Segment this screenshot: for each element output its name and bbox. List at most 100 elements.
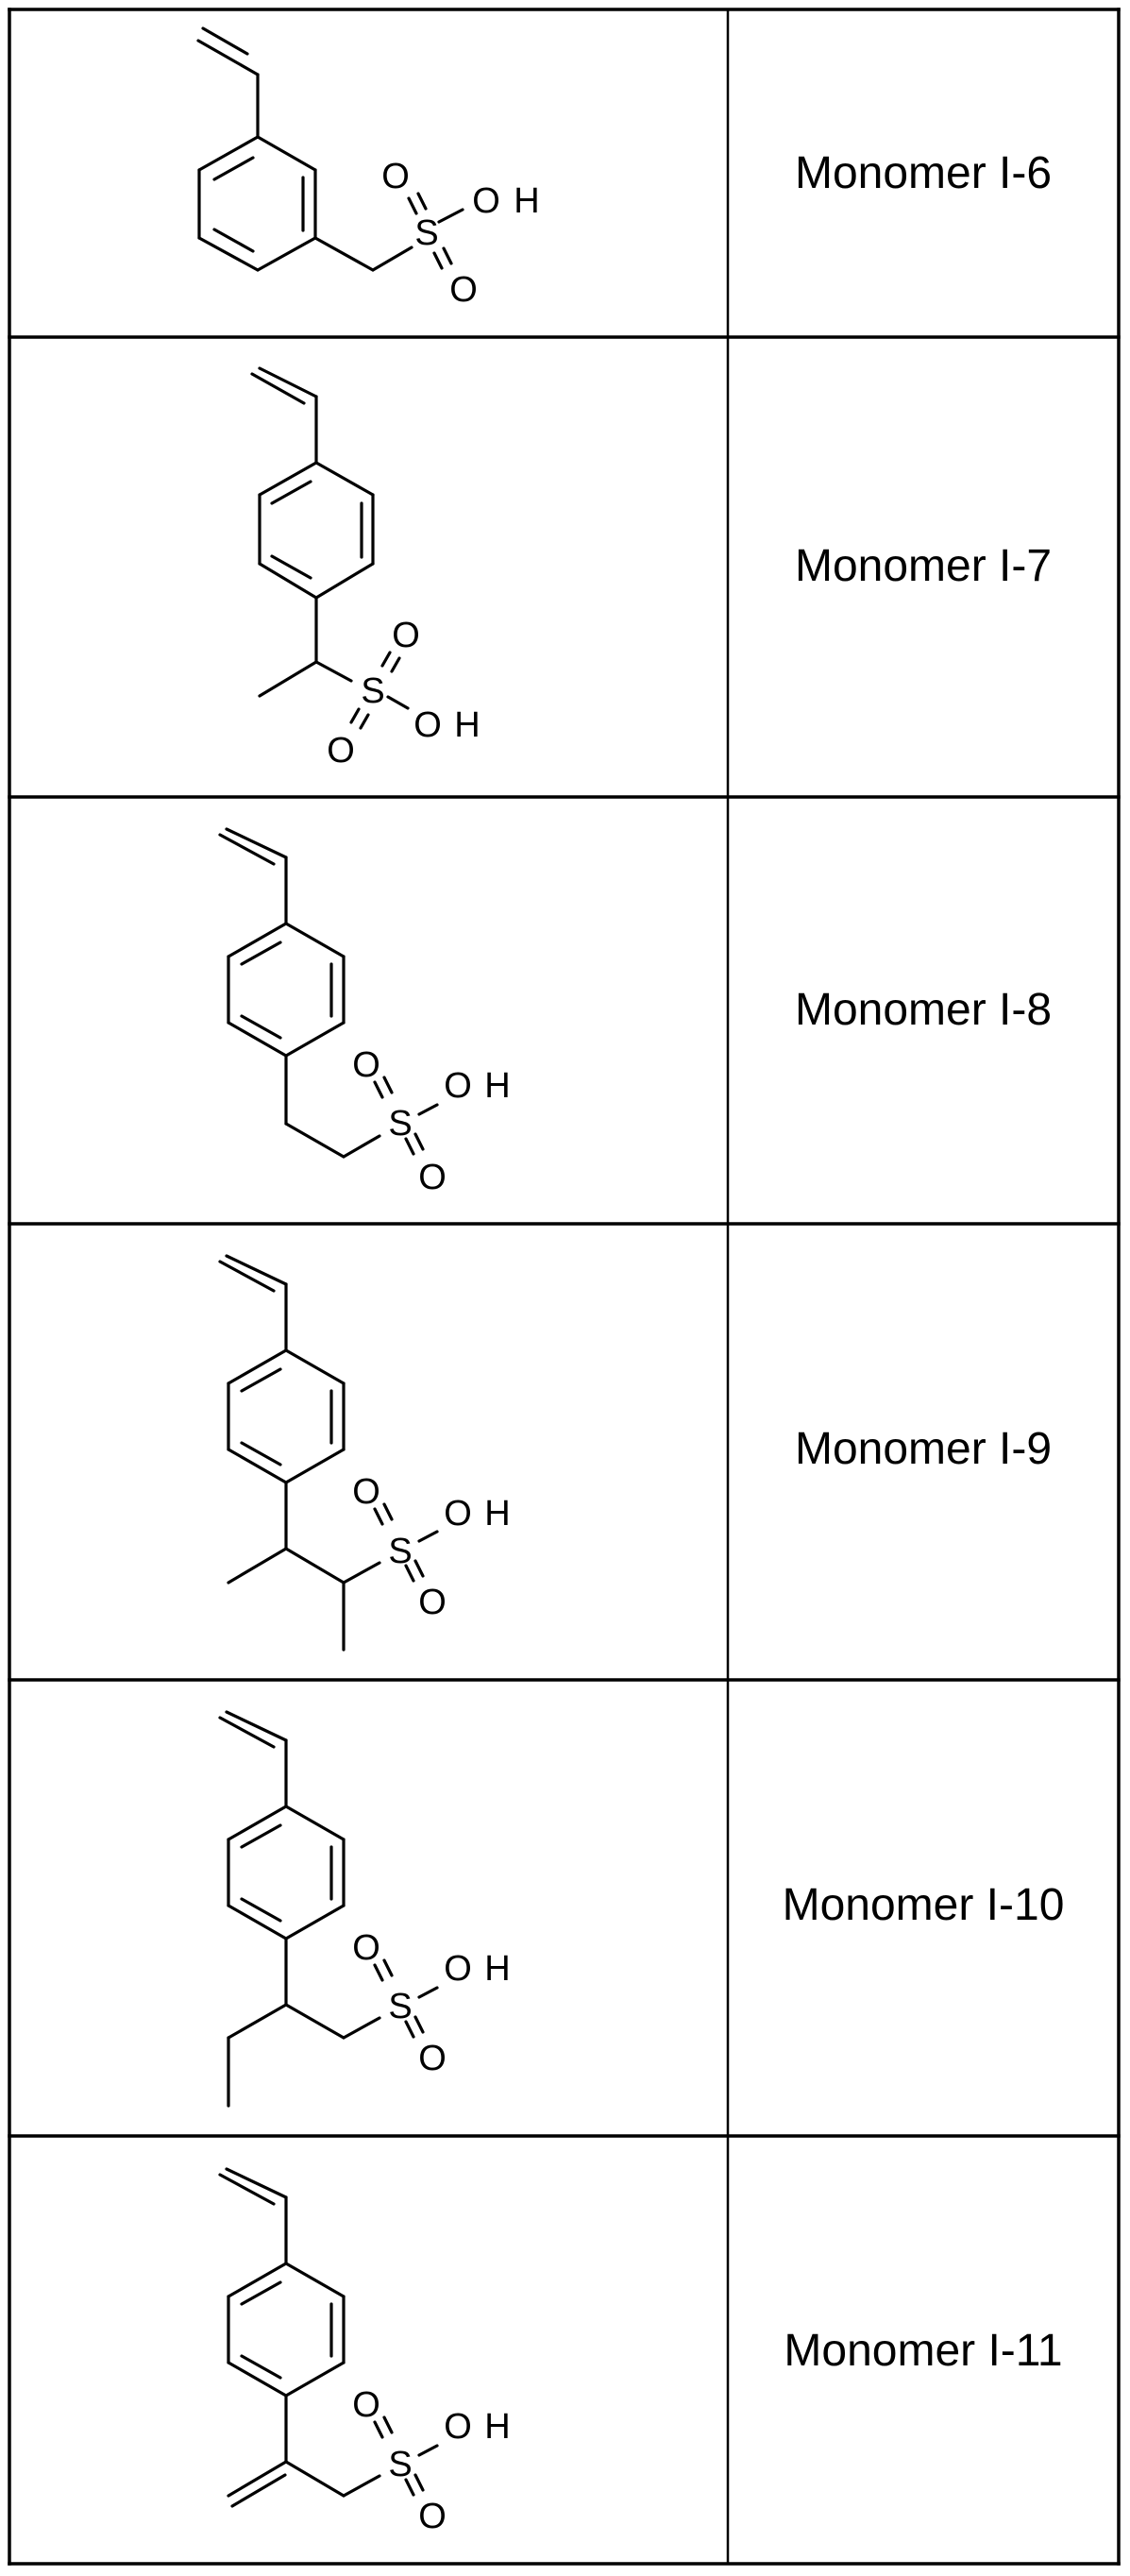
- bond: [227, 1805, 288, 1841]
- bond: [404, 1564, 415, 1583]
- bond: [240, 2354, 282, 2380]
- monomer-label-i8: Monomer I-8: [794, 985, 1053, 1035]
- atom-label-o: O: [444, 1949, 472, 1989]
- atom-label-o: O: [444, 1066, 472, 1106]
- bond: [225, 827, 288, 859]
- bond: [258, 660, 318, 698]
- bond: [227, 2460, 288, 2498]
- bond: [382, 1076, 394, 1094]
- atom-label-s: S: [388, 2445, 412, 2484]
- bond: [386, 695, 410, 710]
- bond: [284, 1348, 346, 1385]
- bond: [197, 236, 260, 272]
- bond: [314, 660, 353, 683]
- bond: [371, 246, 413, 272]
- atom-label-o: O: [352, 1045, 380, 1085]
- atom-label-h: H: [484, 1949, 510, 1989]
- atom-label-s: S: [414, 213, 438, 253]
- bond: [227, 1904, 288, 1940]
- bond: [197, 135, 260, 172]
- bond: [258, 461, 318, 497]
- bond: [284, 1021, 346, 1058]
- bond: [250, 372, 306, 405]
- bond: [417, 2444, 439, 2457]
- bond: [390, 656, 401, 673]
- bond: [227, 1021, 288, 1058]
- bond: [256, 236, 317, 272]
- bond: [416, 192, 428, 211]
- bond: [413, 1132, 425, 1151]
- bond: [413, 2015, 425, 2034]
- bond: [284, 2361, 346, 2398]
- bond: [284, 2460, 346, 2498]
- bond: [404, 2020, 415, 2039]
- atom-label-o: O: [352, 1472, 380, 1512]
- bond: [225, 2167, 288, 2199]
- bond: [284, 1547, 346, 1585]
- atom-label-o: O: [444, 1494, 472, 1534]
- bond: [404, 2478, 415, 2497]
- monomer-label-i6: Monomer I-6: [794, 148, 1053, 198]
- bond: [382, 1958, 394, 1977]
- atom-label-s: S: [388, 1104, 412, 1144]
- bond: [349, 707, 361, 724]
- bond: [342, 2474, 381, 2498]
- bond: [284, 2262, 346, 2298]
- bond: [413, 2473, 425, 2492]
- atom-label-o: O: [418, 1158, 447, 1197]
- atom-label-o: O: [418, 2497, 447, 2536]
- atom-label-s: S: [361, 671, 384, 711]
- monomer-label-i9: Monomer I-9: [794, 1424, 1053, 1474]
- bond: [218, 2173, 276, 2206]
- bond: [240, 941, 282, 966]
- bond: [227, 2262, 288, 2298]
- bond: [432, 251, 444, 270]
- bond: [258, 366, 318, 398]
- bond: [227, 1547, 288, 1585]
- bond: [240, 1441, 282, 1466]
- bond: [442, 246, 453, 265]
- bond: [225, 1254, 288, 1286]
- bond: [380, 651, 392, 668]
- bond: [218, 833, 276, 866]
- bond: [201, 26, 249, 56]
- atom-label-o: O: [392, 616, 420, 655]
- bond: [373, 1507, 384, 1526]
- bond: [240, 1367, 282, 1393]
- bond: [284, 1904, 346, 1940]
- atom-label-h: H: [454, 705, 480, 745]
- monomer-label-i10: Monomer I-10: [782, 1880, 1065, 1930]
- bond: [417, 1530, 439, 1543]
- bond: [240, 1014, 282, 1040]
- atom-label-o: O: [352, 2385, 380, 2425]
- bond: [225, 1710, 288, 1742]
- bond: [227, 922, 288, 958]
- bond: [342, 2016, 381, 2040]
- atom-label-o: O: [418, 1583, 447, 1622]
- bond: [212, 156, 255, 181]
- bond: [314, 461, 375, 497]
- atom-label-o: O: [381, 157, 410, 196]
- atom-label-s: S: [388, 1987, 412, 2026]
- monomer-label-i11: Monomer I-11: [784, 2326, 1063, 2376]
- bond: [212, 228, 255, 253]
- bond: [359, 713, 370, 730]
- bond: [284, 922, 346, 958]
- atom-label-o: O: [444, 2407, 472, 2447]
- bond: [227, 2361, 288, 2398]
- bond: [314, 562, 375, 600]
- bond: [437, 208, 464, 224]
- bond: [227, 2003, 288, 2040]
- atom-label-h: H: [484, 2407, 510, 2447]
- bond: [342, 1561, 381, 1585]
- bond: [407, 196, 418, 215]
- bond: [284, 2003, 346, 2040]
- bond: [373, 2420, 384, 2439]
- atom-label-o: O: [327, 731, 355, 771]
- bond: [404, 1137, 415, 1156]
